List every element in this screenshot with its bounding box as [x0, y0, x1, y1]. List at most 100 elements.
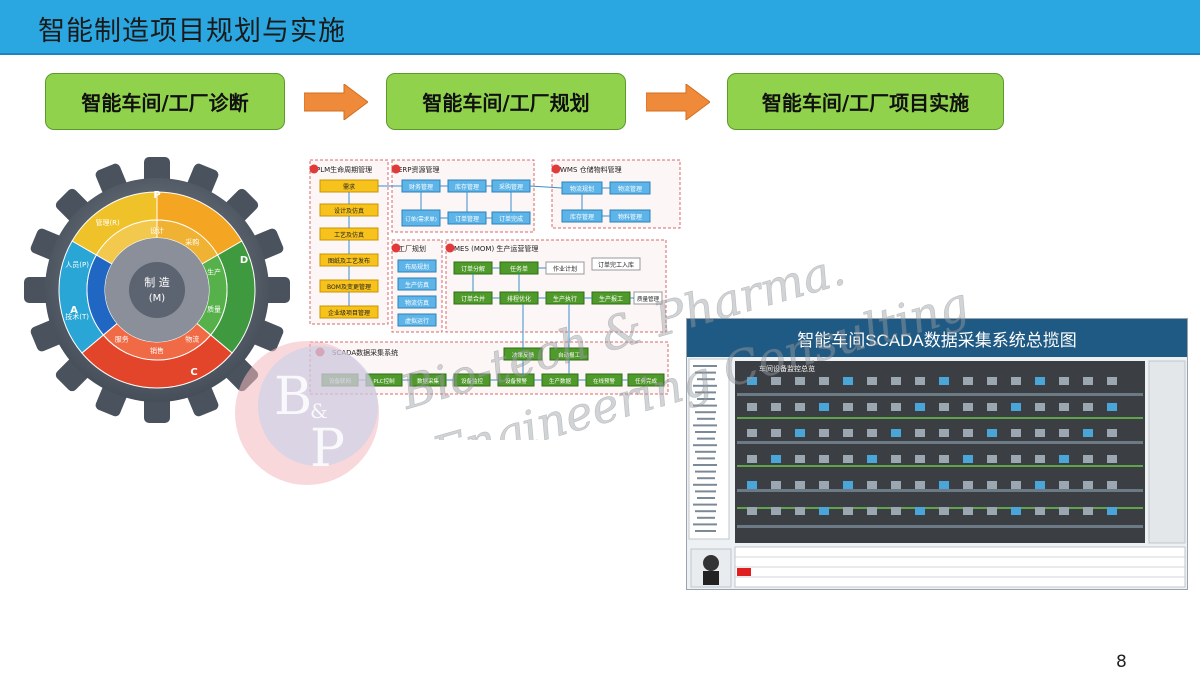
- equipment-block: [819, 429, 829, 437]
- conveyor-line: [737, 393, 1143, 396]
- equipment-block: [771, 455, 781, 463]
- mes-item: 生产执行: [553, 295, 577, 303]
- flow-connectors: [348, 185, 634, 381]
- plant-item: 生产仿真: [405, 281, 429, 289]
- equipment-block: [867, 403, 877, 411]
- erp-item: 订单完成: [499, 215, 523, 223]
- tree-node: [697, 398, 715, 400]
- plant-boxes: 布局规划 生产仿真 物流仿真 虚拟运行: [397, 259, 437, 327]
- gear-pdca-letter: A: [70, 305, 78, 316]
- alarm-indicator: [737, 568, 751, 576]
- tree-node: [697, 477, 715, 480]
- mes-item: 订单分解: [461, 265, 485, 273]
- equipment-block: [1107, 507, 1117, 515]
- equipment-block: [1107, 481, 1117, 489]
- green-belt: [737, 465, 1143, 467]
- equipment-block: [1083, 455, 1093, 463]
- scada-flow-title: SCADA数据采集系统: [332, 348, 398, 357]
- equipment-block: [963, 377, 973, 385]
- equipment-block: [1107, 455, 1117, 463]
- erp-item: 库存管理: [455, 183, 479, 191]
- mes-item: 作业计划: [553, 265, 577, 273]
- equipment-block: [915, 377, 925, 385]
- equipment-block: [939, 403, 949, 411]
- wms-item: 物料管理: [618, 213, 642, 221]
- wms-item: 物流规划: [570, 185, 594, 193]
- equipment-block: [867, 455, 877, 463]
- equipment-block: [819, 455, 829, 463]
- gear-outer-ring: [58, 191, 256, 389]
- equipment-block: [843, 429, 853, 437]
- scada-flow-item: 设备联网: [329, 377, 352, 385]
- tree-node: [697, 378, 715, 381]
- mes-item: 订单完工入库: [598, 261, 634, 269]
- side-control-panel[interactable]: [1148, 360, 1186, 544]
- scada-flow-item: 任务完成: [635, 377, 658, 385]
- mes-frame: [445, 239, 667, 333]
- equipment-block: [795, 377, 805, 385]
- scada-overview-panel: 智能车间SCADA数据采集系统总揽图 车间设备监控总览: [686, 318, 1188, 590]
- alarm-log-rows: [735, 556, 1185, 578]
- equipment-block: [771, 481, 781, 489]
- scada-flow-item: 在线预警: [593, 377, 616, 385]
- equipment-block: [939, 455, 949, 463]
- equipment-block: [843, 481, 853, 489]
- wms-item: 物流管理: [618, 185, 642, 193]
- equipment-block: [915, 455, 925, 463]
- equipment-block: [819, 507, 829, 515]
- gear-ring-label: 技术(T): [65, 312, 89, 321]
- equipment-block: [987, 507, 997, 515]
- mes-item: 生产报工: [599, 295, 623, 303]
- wms-item: 库存管理: [570, 213, 594, 221]
- equipment-block: [915, 507, 925, 515]
- equipment-block: [747, 455, 757, 463]
- arrow-right-icon: [304, 84, 368, 120]
- equipment-block: [915, 481, 925, 489]
- plm-title: PLM生命周期管理: [316, 165, 372, 174]
- equipment-block: [867, 377, 877, 385]
- equipment-block: [795, 403, 805, 411]
- plm-item: BOM及变更管理: [327, 283, 371, 291]
- equipment-block: [867, 481, 877, 489]
- equipment-block: [1059, 455, 1069, 463]
- device-tree-lines: [693, 365, 717, 532]
- equipment-block: [963, 507, 973, 515]
- green-belt: [737, 417, 1143, 419]
- plant-floor-view[interactable]: [735, 361, 1145, 543]
- equipment-block: [819, 481, 829, 489]
- tree-node: [695, 411, 716, 414]
- device-tree-panel[interactable]: [688, 358, 730, 540]
- equipment-block: [795, 429, 805, 437]
- erp-item: 财务管理: [409, 183, 433, 191]
- tree-node: [695, 371, 716, 374]
- equipment-block: [1011, 377, 1021, 385]
- tree-node: [697, 516, 715, 519]
- equipment-block: [1059, 481, 1069, 489]
- equipment-block: [843, 403, 853, 411]
- gear-ring-label: 管理(R): [95, 218, 120, 227]
- tree-node: [697, 497, 715, 499]
- plant-item: 虚拟运行: [405, 317, 429, 325]
- scada-flow-item: 设备预警: [505, 377, 528, 385]
- mes-item: 任务单: [510, 265, 528, 273]
- gear-ring-label: 采购: [185, 237, 199, 246]
- equipment-block: [1107, 429, 1117, 437]
- equipment-block: [1083, 403, 1093, 411]
- stage-label: 智能车间/工厂项目实施: [761, 91, 970, 115]
- equipment-block: [795, 455, 805, 463]
- gear-ring-label: 生产: [207, 267, 221, 276]
- gear-ring-label: 质量: [207, 305, 221, 314]
- equipment-block: [1083, 377, 1093, 385]
- equipment-block: [915, 429, 925, 437]
- equipment-block: [891, 481, 901, 489]
- equipment-block: [867, 429, 877, 437]
- equipment-block: [1011, 403, 1021, 411]
- equipment-block: [963, 481, 973, 489]
- equipment-block: [1083, 481, 1093, 489]
- gear-ring-label: 人员(P): [65, 261, 89, 269]
- gear-pdca-letter: P: [153, 190, 160, 201]
- plant-item: 布局规划: [405, 263, 429, 271]
